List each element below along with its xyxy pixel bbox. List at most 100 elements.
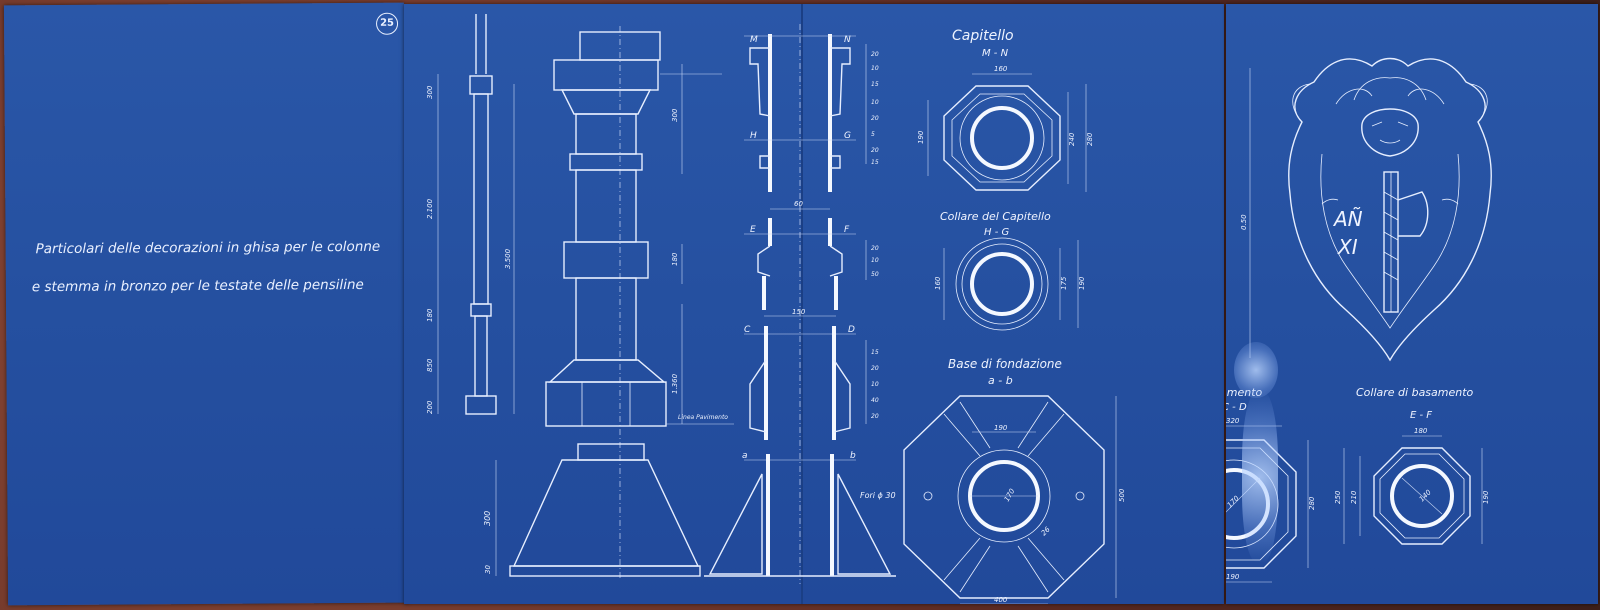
- collar-bore: [970, 252, 1034, 316]
- dim-label: 180: [1414, 427, 1428, 435]
- rib: [943, 537, 981, 581]
- dim-label: 10: [871, 381, 879, 388]
- technical-drawing: 300 2.100 3.500 180 850 200: [426, 4, 1126, 604]
- rib: [1027, 413, 1065, 457]
- shaft: [473, 93, 489, 305]
- capital-octagon: [943, 85, 1061, 191]
- dim-label: 210: [1350, 490, 1358, 504]
- base-collar-plan: Collare di basamento E - F 180 250 210 1…: [1334, 386, 1490, 545]
- dim-label: 400: [994, 596, 1008, 604]
- dim-label: 20: [871, 413, 879, 420]
- shaft-lower: [474, 315, 488, 397]
- dim-label: 180: [671, 252, 679, 266]
- bolt-hole: [923, 491, 933, 501]
- drawing-panel: 300 2.100 3.500 180 850 200: [404, 4, 1224, 604]
- dim-label: 190: [994, 424, 1008, 432]
- foundation-ring: [957, 449, 1051, 543]
- base-subtitle: C - D: [1226, 402, 1247, 413]
- neck: [575, 113, 637, 155]
- crest-cartouche: [1288, 57, 1492, 362]
- dim-label: 10: [871, 257, 879, 264]
- dim-label: 20: [871, 147, 879, 154]
- dim-label: 175: [1060, 276, 1068, 290]
- foundation-title: Base di fondazione: [948, 357, 1062, 371]
- section-marker-D: D: [848, 325, 855, 335]
- shaft-segment: [575, 277, 637, 361]
- capital-title: Capitello: [952, 28, 1014, 44]
- dim-label: 140: [1418, 488, 1433, 503]
- dim-label: 15: [871, 159, 879, 166]
- dim-label: 50: [871, 271, 879, 278]
- dim-label: 20: [871, 245, 879, 252]
- dim-label: 15: [871, 81, 879, 88]
- holes-label: Fori ϕ 30: [860, 491, 896, 500]
- capital-plan: Capitello M - N 160 190 240 280: [917, 28, 1094, 192]
- dim-label: 170: [1226, 494, 1241, 509]
- foundation-profile: [708, 473, 763, 575]
- dim-label: 10: [871, 65, 879, 72]
- base-profile: [833, 359, 851, 433]
- shaft-segment: [575, 169, 637, 243]
- bolt-hole: [1075, 491, 1085, 501]
- dim-label: 1.360: [671, 373, 679, 394]
- base-profile: [749, 359, 767, 433]
- section-marker-C: C: [744, 325, 751, 335]
- rib: [1017, 401, 1049, 449]
- dim-label: 190: [1482, 490, 1490, 504]
- column-section: M N H G E F C D a b 60 150 20 10 15 10 2…: [704, 24, 896, 584]
- section-marker-G: G: [844, 131, 851, 141]
- floor-line-label: Linea Pavimento: [678, 414, 728, 421]
- capital-profile: [749, 47, 771, 117]
- fasces-bindings: [1383, 191, 1399, 281]
- capital-collar-plan: Collare del Capitello H - G 160 175 190: [934, 210, 1086, 331]
- collar-bore: [1390, 464, 1454, 528]
- mask-crown: [1353, 77, 1427, 101]
- dim-label: 26: [1040, 525, 1052, 537]
- ornamental-column-elevation: 300 180 1.360 300 30 Linea Pavimento: [483, 26, 734, 579]
- diameter-line: [1401, 477, 1443, 515]
- light-glare: [1234, 342, 1278, 398]
- page-number-badge: 25: [375, 12, 399, 35]
- crest-motto-line-1: AÑ: [1332, 207, 1363, 231]
- dim-label: 190: [1226, 573, 1240, 581]
- foundation-octagon: [903, 395, 1105, 599]
- fasces-axe: [1397, 191, 1429, 237]
- dim-label: 20: [871, 51, 879, 58]
- dim-label: 20: [871, 115, 879, 122]
- capital-crown: [553, 59, 659, 91]
- crest-panel: AÑ XI 0.50 Basamento C - D 320: [1152, 4, 1598, 604]
- collar-profile: [759, 155, 770, 169]
- dim-label: 250: [1334, 490, 1342, 504]
- dim-label: 15: [871, 349, 879, 356]
- scroll-curls: [1335, 88, 1445, 105]
- crest-flourish: [1321, 198, 1459, 205]
- rib: [943, 413, 981, 457]
- collar-ring: [569, 153, 643, 171]
- foundation-base-plan: Base di fondazione a - b 190: [903, 357, 1126, 604]
- dim-label: 40: [871, 397, 879, 404]
- dim-label: 20: [871, 365, 879, 372]
- light-glare: [1242, 392, 1278, 562]
- dim-label: 280: [1086, 132, 1094, 146]
- dim-label: 190: [917, 130, 925, 144]
- middle-collar: [563, 241, 649, 279]
- cover-title-line-1: Particolari delle decorazioni in ghisa p…: [35, 238, 381, 258]
- mask-features: [1371, 121, 1409, 144]
- plinth: [545, 381, 667, 427]
- crest-motto-line-2: XI: [1337, 235, 1358, 259]
- mask-face: [1361, 108, 1419, 157]
- dim-label: 160: [994, 65, 1008, 73]
- dim-label: 190: [1078, 276, 1086, 290]
- cover-title-line-2: e stemma in bronzo per le testate delle …: [31, 276, 364, 296]
- crest-drawing: AÑ XI 0.50 Basamento C - D 320: [1152, 57, 1492, 583]
- dim-label: 180: [426, 308, 434, 322]
- base-collar-title: Collare di basamento: [1356, 386, 1474, 399]
- capital-bell: [560, 89, 652, 115]
- capital-block: [469, 75, 493, 95]
- dim-label: 240: [1068, 132, 1076, 146]
- dim-label: 320: [1226, 417, 1240, 425]
- dim-label: 170: [1003, 487, 1017, 503]
- collar-block: [470, 303, 492, 317]
- rib: [959, 401, 991, 449]
- section-marker-E: E: [750, 225, 756, 235]
